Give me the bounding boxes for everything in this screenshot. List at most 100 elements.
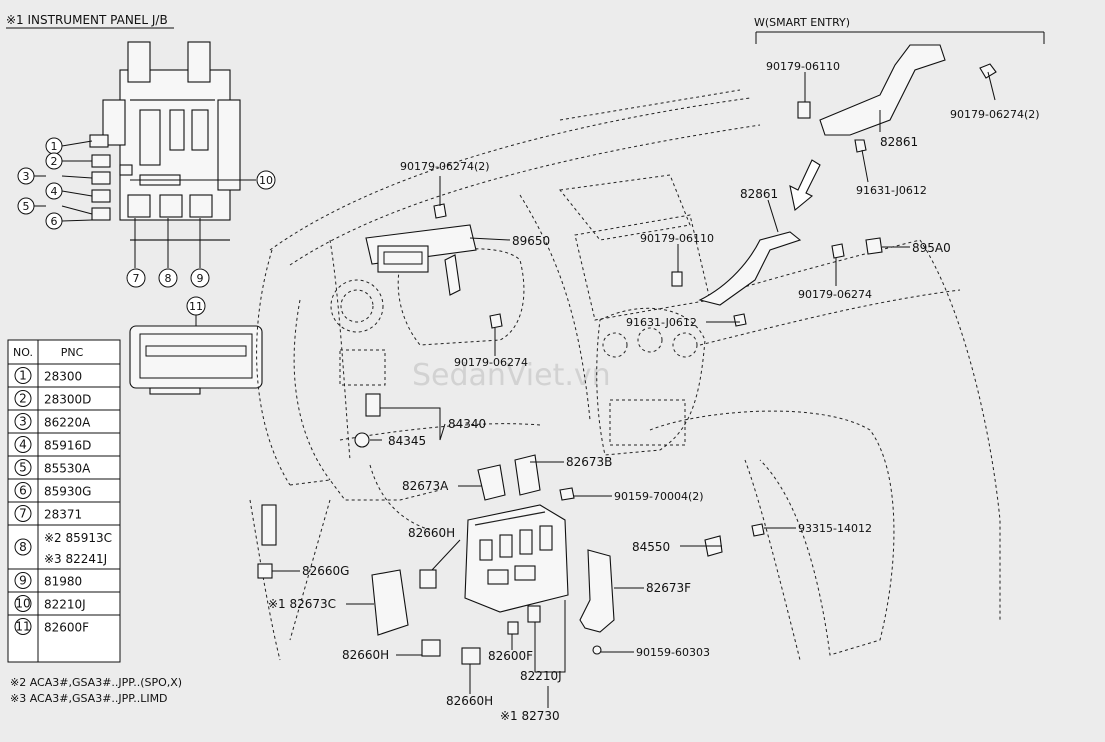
callout-6: 6: [45, 212, 63, 230]
table-row-pnc: 86220A: [44, 416, 91, 430]
table-row-pnc: 82210J: [44, 598, 86, 612]
callout-7: 7: [126, 268, 146, 288]
direction-arrow-icon: [789, 159, 821, 212]
label-82660h-b: 82660H: [342, 648, 389, 662]
table-row-number: 5: [19, 461, 27, 475]
callout-9: 9: [190, 268, 210, 288]
label-82673a: 82673A: [402, 479, 449, 493]
table-row-pnc: 28300: [44, 370, 82, 384]
label-84340: 84340: [448, 417, 486, 431]
pnc-table: NO. PNC 1 28300 2 28300D 3 86220A 4 85916D 5 8553…: [7, 339, 121, 663]
callout-5: 5: [17, 197, 35, 215]
table-row-pnc: 81980: [44, 575, 82, 589]
label-90159-70004: 90159-70004(2): [614, 490, 704, 503]
label-82210j: 82210J: [520, 669, 562, 683]
svg-text:11: 11: [189, 300, 203, 313]
table-row-pnc: 85530A: [44, 462, 91, 476]
table-row-number: 9: [19, 574, 27, 588]
table-row-number-circle: [14, 595, 32, 612]
svg-text:9: 9: [197, 272, 204, 285]
label-82660g: 82660G: [302, 564, 349, 578]
label-91631-j0612-b: 91631-J0612: [626, 316, 697, 329]
label-82673c: ※1 82673C: [268, 597, 336, 611]
switch-84340: [354, 393, 381, 448]
svg-text:3: 3: [23, 170, 30, 183]
callout-11: 11: [186, 296, 206, 316]
table-row-number: 6: [19, 484, 27, 498]
footnote-3: ※3 ACA3#,GSA3#..JPP..LIMD: [10, 692, 168, 705]
table-header-pnc: PNC: [61, 346, 84, 359]
table-row-number: 10: [15, 597, 30, 611]
table-row-number-circle: [14, 390, 32, 407]
callout-3: 3: [17, 167, 35, 185]
svg-text:1: 1: [51, 140, 58, 153]
footnote-2: ※2 ACA3#,GSA3#..JPP..(SPO,X): [10, 676, 182, 689]
ecu-module-drawing: [129, 325, 263, 395]
bracket-82673f: [579, 549, 615, 633]
table-row-number-circle: [14, 367, 32, 384]
dashboard-outline: [249, 89, 1001, 661]
table-row-pnc: 82600F: [44, 621, 89, 635]
table-row-number: 3: [19, 415, 27, 429]
table-row-number-circle: [14, 436, 32, 453]
table-row-pnc: 85916D: [44, 439, 91, 453]
label-90179-06274-2-b: 90179-06274(2): [400, 160, 490, 173]
table-row-number: 11: [15, 620, 30, 634]
label-82660h-a: 82660H: [408, 526, 455, 540]
svg-text:8: 8: [165, 272, 172, 285]
table-row-pnc: 28300D: [44, 393, 91, 407]
label-84550: 84550: [632, 540, 670, 554]
table-row-number: 2: [19, 392, 27, 406]
label-89650: 89650: [512, 234, 550, 248]
watermark: SedanViet.vn: [412, 358, 611, 393]
label-90159-60303: 90159-60303: [636, 646, 710, 659]
label-91631-j0612-a: 91631-J0612: [856, 184, 927, 197]
bracket-82861: [698, 231, 802, 306]
label-smart-entry: W(SMART ENTRY): [754, 16, 850, 29]
svg-text:7: 7: [133, 272, 140, 285]
table-row-pnc: ※2 85913C: [44, 531, 112, 545]
relay-bracket-82673: [477, 454, 575, 501]
table-row-number-circle: [14, 482, 32, 499]
table-header-no: NO.: [13, 346, 33, 359]
table-row-number: 8: [19, 540, 27, 554]
table-row-number-circle: [14, 413, 32, 430]
svg-text:5: 5: [23, 200, 30, 213]
table-row-number-circle: [14, 538, 32, 556]
label-82660h-c: 82660H: [446, 694, 493, 708]
table-row-number: 4: [19, 438, 27, 452]
callout-8: 8: [158, 268, 178, 288]
label-82673b: 82673B: [566, 455, 612, 469]
table-row-number-circle: [14, 572, 32, 589]
svg-text:10: 10: [259, 174, 273, 187]
label-90179-06110-a: 90179-06110: [766, 60, 840, 73]
callout-10: 10: [256, 170, 276, 190]
relay-group-left: [257, 504, 481, 665]
label-90179-06274-c: 90179-06274: [798, 288, 872, 301]
leader-lines: [272, 71, 996, 708]
table-row-number: 1: [19, 369, 27, 383]
table-row-number-circle: [14, 618, 32, 635]
label-93315-14012: 93315-14012: [798, 522, 872, 535]
label-82673f: 82673F: [646, 581, 691, 595]
table-row-number-circle: [14, 459, 32, 476]
label-90179-06110-b: 90179-06110: [640, 232, 714, 245]
combination-meter-89650: [365, 203, 503, 329]
callout-4: 4: [45, 182, 63, 200]
smart-entry-bracket: [755, 31, 1045, 153]
callout-1: 1: [45, 137, 63, 155]
label-895a0: 895A0: [912, 241, 951, 255]
junction-block-title: ※1 INSTRUMENT PANEL J/B: [6, 13, 168, 27]
svg-text:4: 4: [51, 185, 58, 198]
table-row-pnc-alt: ※3 82241J: [44, 552, 107, 566]
label-90179-06274-2-a: 90179-06274(2): [950, 108, 1040, 121]
svg-text:2: 2: [51, 155, 58, 168]
label-84345: 84345: [388, 434, 426, 448]
table-row-number-circle: [14, 505, 32, 522]
table-row-number: 7: [19, 507, 27, 521]
label-82861-a: 82861: [880, 135, 918, 149]
label-90179-06274-d: 90179-06274: [454, 356, 528, 369]
label-82730: ※1 82730: [500, 709, 560, 723]
